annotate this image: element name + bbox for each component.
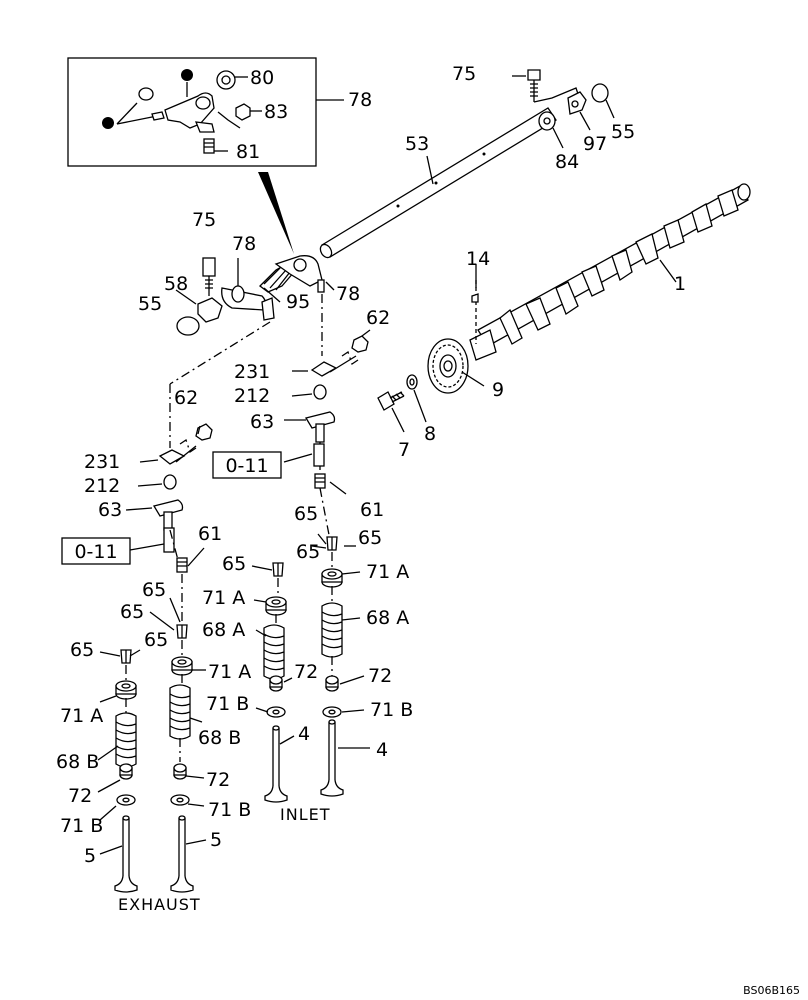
rocker-shaft [319,107,557,259]
label-65-exh-b: 65 [120,601,144,623]
shaft-bracket-parts [512,69,615,149]
ref-box-lower-label: 0-11 [74,541,117,563]
label-7: 7 [398,439,410,461]
rocker-assembly [169,255,335,448]
label-14: 14 [466,248,490,270]
label-61-right: 61 [360,499,384,521]
caption-inlet: INLET [280,805,330,824]
label-231-left: 231 [84,451,120,473]
label-72-inlet-left: 72 [294,661,318,683]
camshaft [469,183,751,361]
label-62-right: 62 [366,307,390,329]
label-61-left: 61 [198,523,222,545]
label-65-inlet-a: 65 [294,503,318,525]
label-97: 97 [583,133,607,155]
label-63-right: 63 [250,411,274,433]
cam-gear [427,264,485,394]
label-231-right: 231 [234,361,270,383]
label-65-exh-d: 65 [70,639,94,661]
label-71a-inlet-left: 71 A [202,587,245,609]
label-84: 84 [555,151,579,173]
rocker-arm-detail-inset [67,57,344,167]
label-68a-inlet-right: 68 A [366,607,409,629]
label-95: 95 [286,291,310,313]
ref-box-upper-label: 0-11 [225,455,268,477]
ref-box-upper [212,451,282,479]
label-212-right: 212 [234,385,270,407]
exhaust-valve-train-left [97,649,141,893]
label-81: 81 [236,141,260,163]
label-8: 8 [424,423,436,445]
label-71a-inlet-right: 71 A [366,561,409,583]
label-55-top: 55 [611,121,635,143]
inlet-valve-train-right [311,533,370,797]
label-72-exh-right: 72 [206,769,230,791]
label-68a-inlet-left: 68 A [202,619,245,641]
label-4-inlet-left: 4 [298,723,310,745]
label-5-exh-left: 5 [84,845,96,867]
label-80: 80 [250,67,274,89]
detail-pointer [258,172,294,254]
exhaust-valve-train-right [149,597,207,893]
label-212-left: 212 [84,475,120,497]
right-bridge-assembly [283,329,371,541]
label-65-exh-a: 65 [142,579,166,601]
label-78-right: 78 [336,283,360,305]
label-63-left: 63 [98,499,122,521]
label-71b-exh-right: 71 B [208,799,251,821]
label-65-exh-c: 65 [144,629,168,651]
label-5-exh-right: 5 [210,829,222,851]
drawing-code: BS06B165 [743,984,800,997]
label-1: 1 [674,273,686,295]
label-62-left: 62 [174,387,198,409]
label-78-inset: 78 [348,89,372,111]
label-71b-exh-left: 71 B [60,815,103,837]
label-78-left: 78 [232,233,256,255]
label-83: 83 [264,101,288,123]
label-55-left: 55 [138,293,162,315]
label-53: 53 [405,133,429,155]
label-9: 9 [492,379,504,401]
label-71a-exh-left: 71 A [60,705,103,727]
caption-exhaust: EXHAUST [118,895,201,914]
label-71b-inlet-right: 71 B [370,699,413,721]
label-68b-exh-right: 68 B [198,727,241,749]
inlet-valve-train-left [251,562,295,803]
label-65-inlet-d: 65 [222,553,246,575]
label-58: 58 [164,273,188,295]
label-75-top: 75 [452,63,476,85]
label-65-inlet-c: 65 [358,527,382,549]
ref-box-lower [61,537,131,565]
label-71a-exh-right: 71 A [208,661,251,683]
label-68b-exh-left: 68 B [56,751,99,773]
label-71b-inlet-left: 71 B [206,693,249,715]
label-75-left: 75 [192,209,216,231]
left-bridge-assembly [125,423,213,626]
label-4-inlet-right: 4 [376,739,388,761]
label-72-inlet-right: 72 [368,665,392,687]
label-72-exh-left: 72 [68,785,92,807]
label-65-inlet-b: 65 [296,541,320,563]
bolt-and-washer [377,374,427,433]
